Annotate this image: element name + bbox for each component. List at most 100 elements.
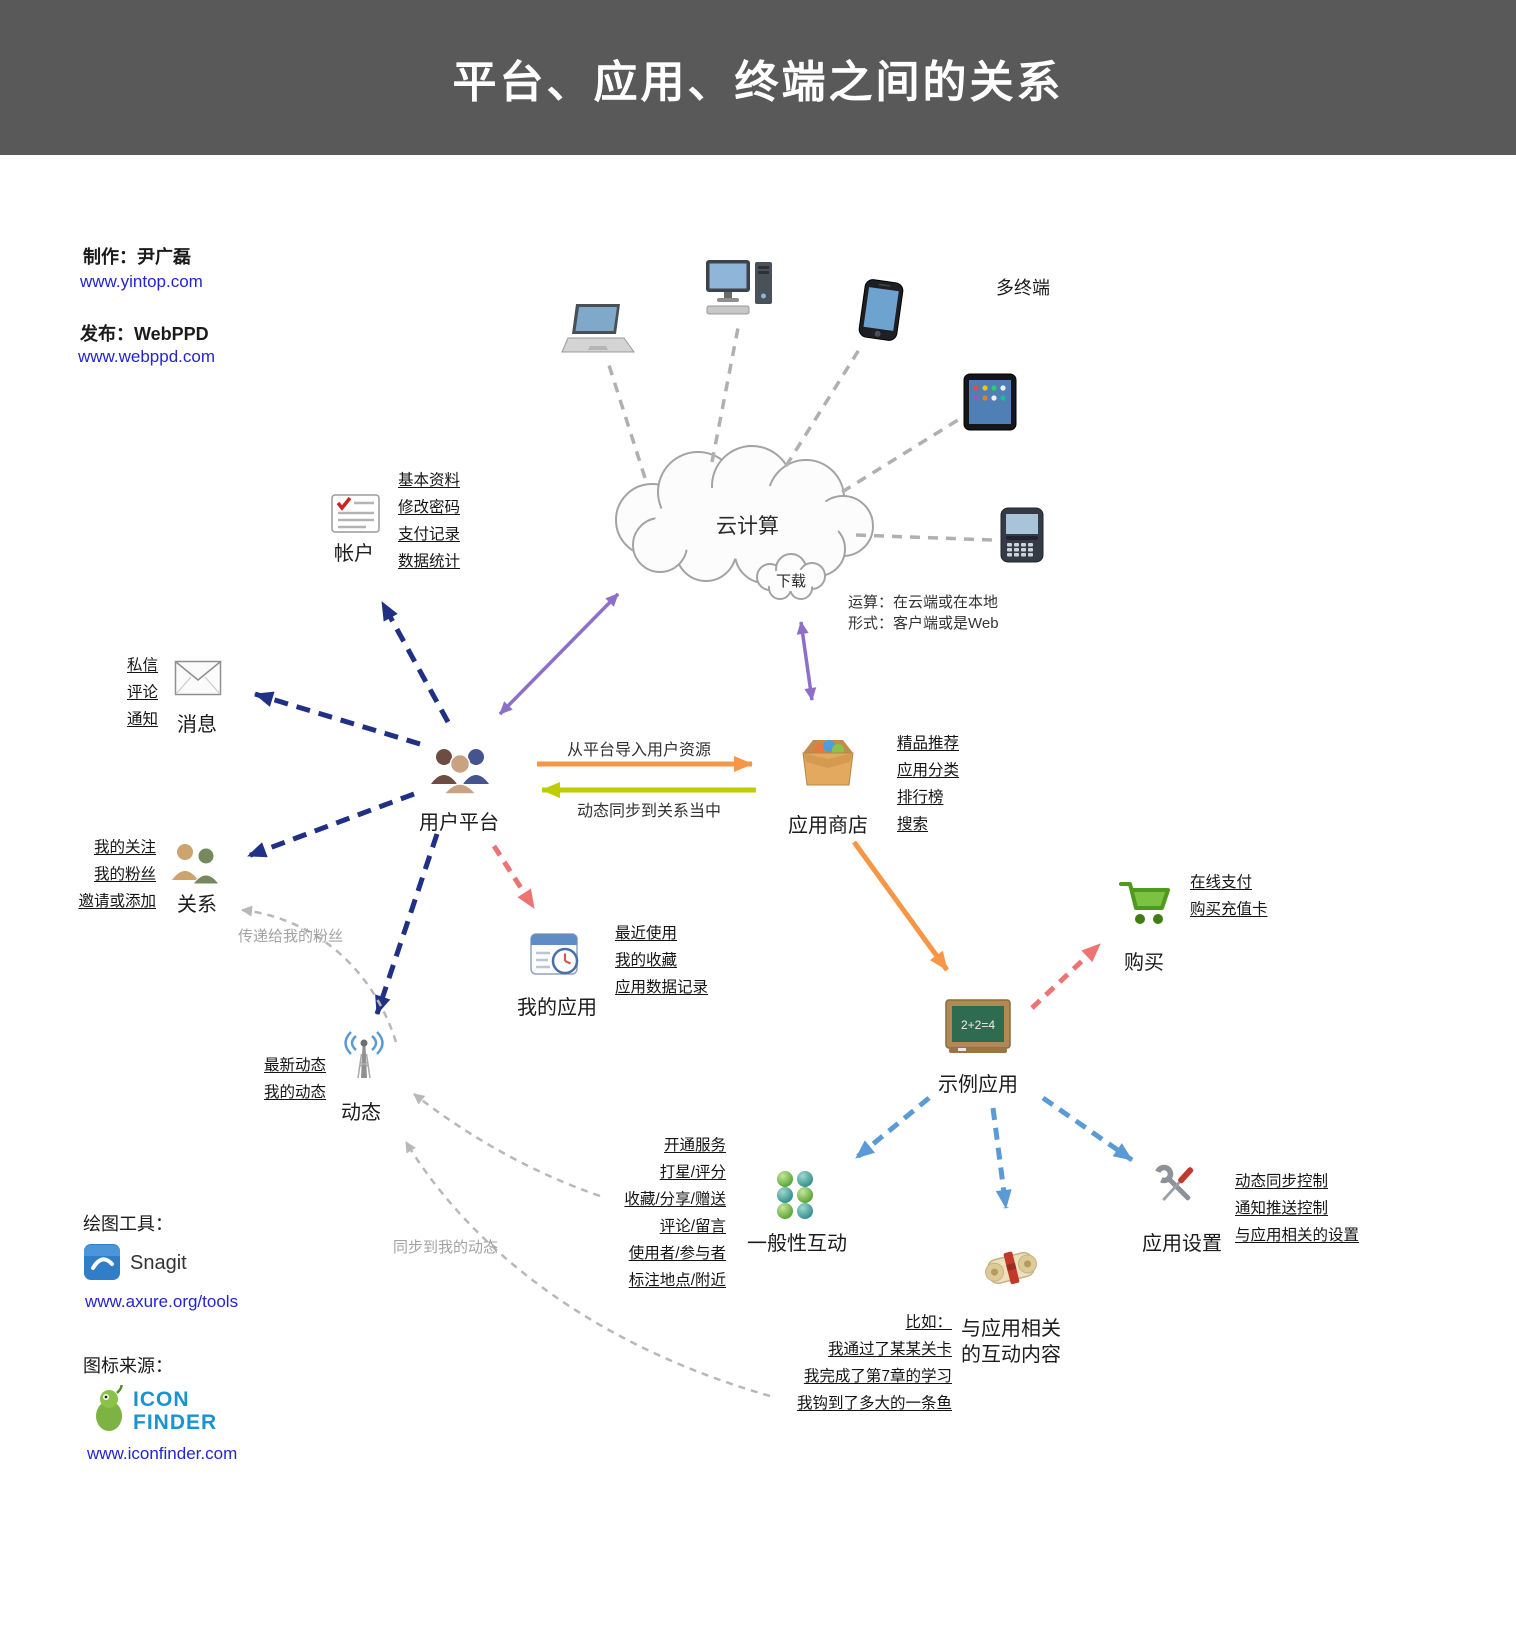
link-item: 我完成了第7章的学习 xyxy=(803,1368,952,1385)
link-item: 使用者/参与者 xyxy=(628,1245,726,1262)
link-item: 我的关注 xyxy=(93,839,156,856)
desktop-computer-icon xyxy=(706,260,772,315)
link-item: 精品推荐 xyxy=(897,735,960,752)
cloud-device-links xyxy=(606,327,993,542)
account-label: 帐户 xyxy=(334,543,374,565)
iconfinder-logo-bottom: FINDER xyxy=(133,1411,218,1434)
link-item: 搜索 xyxy=(897,816,929,833)
link-item: 私信 xyxy=(126,657,158,674)
link-item: 修改密码 xyxy=(398,499,461,516)
link-item: 应用分类 xyxy=(897,762,960,779)
link-item: 购买充值卡 xyxy=(1190,901,1268,918)
flow-sync-to-feed-label: 同步到我的动态 xyxy=(393,1239,499,1256)
link-item: 在线支付 xyxy=(1190,874,1253,891)
account-links: 基本资料 修改密码 支付记录 数据统计 xyxy=(398,467,460,575)
flow-pass-to-fans-label: 传递给我的粉丝 xyxy=(238,928,344,945)
tools-icon xyxy=(1154,1164,1194,1202)
header-bar: 平台、应用、终端之间的关系 xyxy=(0,0,1516,155)
app-settings-links: 动态同步控制 通知推送控制 与应用相关的设置 xyxy=(1235,1168,1359,1249)
purchase-label: 购买 xyxy=(1124,952,1164,974)
link-item: 打星/评分 xyxy=(659,1164,726,1181)
axure-tools-link[interactable]: www.axure.org/tools xyxy=(85,1292,239,1311)
made-by-link[interactable]: www.yintop.com xyxy=(80,272,203,291)
example-app-arrows xyxy=(854,1095,1134,1209)
tablet-icon xyxy=(963,373,1017,431)
blackberry-phone-icon xyxy=(1000,507,1044,563)
platform-branch-arrows xyxy=(247,600,451,1015)
link-item: 开通服务 xyxy=(663,1137,726,1154)
app-interaction-label-line2: 的互动内容 xyxy=(961,1344,1061,1366)
app-store-links: 精品推荐 应用分类 排行榜 搜索 xyxy=(897,730,959,838)
snagit-label: Snagit xyxy=(130,1252,187,1274)
published-by-link[interactable]: www.webppd.com xyxy=(78,347,216,366)
cloud-label: 云计算 xyxy=(716,515,779,538)
laptop-icon xyxy=(561,304,635,353)
flow-import-users-label: 从平台导入用户资源 xyxy=(567,742,712,759)
purchase-links: 在线支付 购买充值卡 xyxy=(1190,869,1268,923)
app-settings-label: 应用设置 xyxy=(1142,1233,1222,1255)
general-interaction-links: 开通服务 打星/评分 收藏/分享/赠送 评论/留言 使用者/参与者 标注地点/附… xyxy=(624,1132,726,1294)
scroll-icon xyxy=(985,1251,1037,1285)
link-item: 我的粉丝 xyxy=(93,866,156,883)
open-box-icon xyxy=(802,740,854,786)
terminals-label: 多终端 xyxy=(996,278,1050,298)
flow-sync-relations-label: 动态同步到关系当中 xyxy=(577,803,722,820)
messages-label: 消息 xyxy=(177,714,217,736)
link-item: 基本资料 xyxy=(398,472,461,489)
people-group-icon xyxy=(431,749,489,795)
user-platform-label: 用户平台 xyxy=(419,812,499,834)
link-item: 通知推送控制 xyxy=(1235,1200,1329,1217)
download-label: 下载 xyxy=(776,573,807,590)
messages-links: 私信 评论 通知 xyxy=(127,652,158,733)
cloud-note-2: 形式：客户端或是Web xyxy=(848,615,999,632)
link-item: 评论 xyxy=(126,684,158,701)
smartphone-icon xyxy=(858,279,904,341)
iconfinder-link[interactable]: www.iconfinder.com xyxy=(87,1444,238,1463)
iconfinder-logo: ICON FINDER xyxy=(133,1388,217,1434)
orange-arrows xyxy=(537,756,950,972)
link-item: 我的动态 xyxy=(263,1084,326,1101)
chalkboard-text: 2+2=4 xyxy=(961,1018,995,1032)
relations-links: 我的关注 我的粉丝 邀请或添加 xyxy=(78,834,156,915)
page-title: 平台、应用、终端之间的关系 xyxy=(452,57,1064,107)
published-by-label: 发布：WebPPD xyxy=(80,324,209,344)
snagit-icon xyxy=(84,1244,120,1280)
cloud-note-1: 运算：在云端或在本地 xyxy=(848,594,999,611)
link-item: 评论/留言 xyxy=(659,1218,726,1235)
link-item: 与应用相关的设置 xyxy=(1235,1227,1360,1244)
feed-links: 最新动态 我的动态 xyxy=(264,1052,326,1106)
tools-label: 绘图工具： xyxy=(83,1214,173,1234)
link-item: 比如： xyxy=(905,1314,952,1331)
link-item: 我钩到了多大的一条鱼 xyxy=(796,1395,952,1412)
link-item: 我通过了某某关卡 xyxy=(827,1341,952,1358)
shopping-cart-icon xyxy=(1119,882,1170,924)
icons-source-label: 图标来源： xyxy=(83,1356,173,1376)
link-item: 邀请或添加 xyxy=(78,893,156,910)
spheres-cluster-icon xyxy=(777,1171,813,1219)
link-item: 我的收藏 xyxy=(615,952,678,969)
example-app-label: 示例应用 xyxy=(938,1074,1018,1096)
iconfinder-mascot-icon xyxy=(96,1385,123,1431)
link-item: 标注地点/附近 xyxy=(628,1272,726,1289)
link-item: 排行榜 xyxy=(897,789,944,806)
clock-card-icon xyxy=(530,933,579,975)
link-item: 最新动态 xyxy=(263,1057,326,1074)
envelope-icon xyxy=(174,660,222,696)
my-apps-label: 我的应用 xyxy=(517,997,597,1019)
link-item: 收藏/分享/赠送 xyxy=(624,1191,726,1208)
antenna-icon xyxy=(344,1031,384,1079)
general-interaction-label: 一般性互动 xyxy=(747,1233,847,1255)
link-item: 通知 xyxy=(126,711,158,728)
id-card-icon xyxy=(331,494,380,533)
app-interaction-links: 比如： 我通过了某某关卡 我完成了第7章的学习 我钩到了多大的一条鱼 xyxy=(797,1309,952,1417)
pink-arrows xyxy=(491,844,1102,1010)
feed-label: 动态 xyxy=(341,1102,381,1124)
link-item: 最近使用 xyxy=(615,925,678,942)
relations-label: 关系 xyxy=(177,894,217,916)
app-store-label: 应用商店 xyxy=(788,815,868,837)
link-item: 动态同步控制 xyxy=(1235,1173,1329,1190)
app-interaction-label-line1: 与应用相关 xyxy=(961,1318,1061,1340)
cloud-sync-arrows xyxy=(498,592,817,716)
